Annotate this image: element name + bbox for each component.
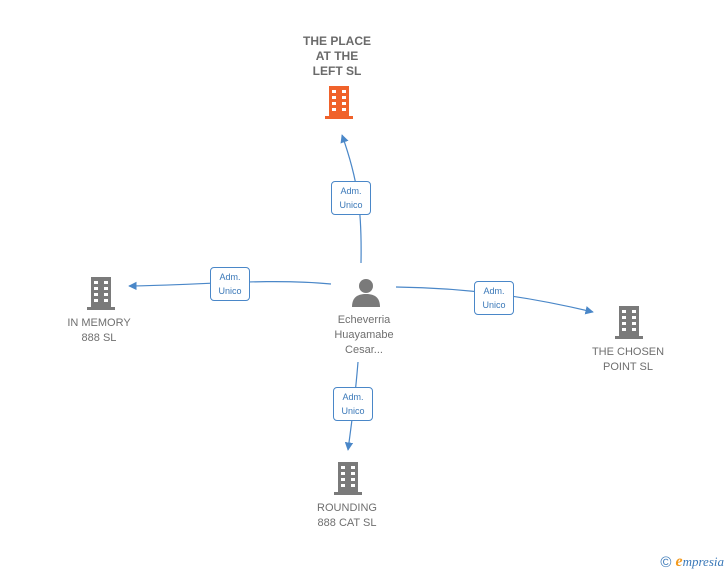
edge-label-right[interactable]: Adm. Unico	[474, 281, 514, 315]
building-icon[interactable]	[613, 304, 645, 340]
node-label-line: Huayamabe	[334, 329, 394, 341]
edge-label-top[interactable]: Adm. Unico	[331, 181, 371, 215]
edge-label-role: Unico	[341, 406, 365, 416]
node-label-line: 888 SL	[81, 332, 117, 344]
node-label-line: 888 CAT SL	[317, 517, 377, 529]
brand-name: mpresia	[682, 554, 724, 569]
node-label-line: AT THE	[315, 49, 359, 63]
copyright-symbol: ©	[660, 553, 672, 571]
node-label-in-memory[interactable]: IN MEMORY 888 SL	[67, 316, 130, 346]
edge-label-bottom[interactable]: Adm. Unico	[333, 387, 373, 421]
edge-label-role: Unico	[218, 286, 242, 296]
node-label-line: Cesar...	[345, 344, 383, 356]
edge-label-role: Adm.	[219, 272, 241, 282]
building-icon[interactable]	[332, 460, 364, 496]
node-label-the-place-at-the-left[interactable]: THE PLACE AT THE LEFT SL	[303, 34, 371, 79]
node-label-line: ROUNDING	[317, 502, 377, 514]
edge-label-role: Unico	[482, 300, 506, 310]
edge-label-role: Adm.	[483, 286, 505, 296]
building-icon[interactable]	[323, 84, 355, 120]
edge-label-role: Adm.	[340, 186, 362, 196]
brand-logo: empresia	[675, 553, 724, 571]
edge-label-left[interactable]: Adm. Unico	[210, 267, 250, 301]
node-label-echeverria[interactable]: Echeverria Huayamabe Cesar...	[334, 313, 393, 358]
node-label-line: Echeverria	[337, 314, 391, 326]
node-label-rounding[interactable]: ROUNDING 888 CAT SL	[317, 501, 377, 531]
node-label-line: IN MEMORY	[67, 317, 131, 329]
node-label-line: THE PLACE	[302, 34, 372, 48]
edge-label-role: Adm.	[342, 392, 364, 402]
brand-initial: e	[675, 553, 683, 570]
node-label-line: THE CHOSEN	[591, 346, 665, 358]
footer-brand[interactable]: © empresia	[660, 553, 724, 571]
edge-label-role: Unico	[339, 200, 363, 210]
node-label-line: LEFT SL	[312, 64, 362, 78]
node-label-line: POINT SL	[603, 361, 653, 373]
building-icon[interactable]	[85, 275, 117, 311]
node-label-the-chosen-point[interactable]: THE CHOSEN POINT SL	[592, 345, 664, 375]
person-icon[interactable]	[350, 277, 382, 309]
